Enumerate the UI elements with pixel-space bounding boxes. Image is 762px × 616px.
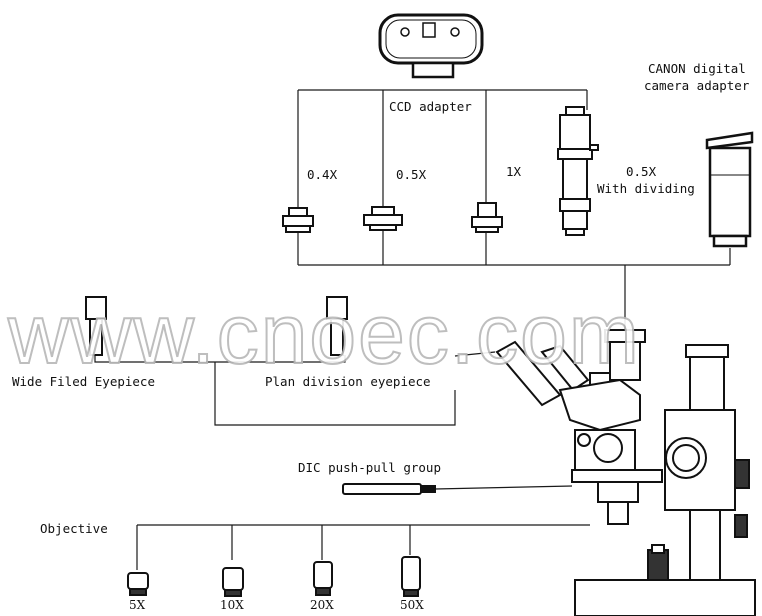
adapter-04x-icon [282,207,314,233]
adapter-05x-icon [363,206,403,231]
objective-10x-label: 10X [220,598,244,612]
ccd-camera-icon [378,13,484,79]
objective-connector-line [136,524,590,570]
wide-field-eyepiece-label: Wide Filed Eyepiece [12,374,155,389]
plan-division-eyepiece-label: Plan division eyepiece [265,374,431,389]
watermark-text: www.cnoec.com [7,287,641,381]
canon-adapter-label-line1: CANON digital [648,61,746,76]
adapter-05x-dividing-icon [557,106,599,236]
ccd-adapter-label: CCD adapter [389,99,472,114]
canon-adapter-label-line2: camera adapter [644,78,750,93]
adapter-05x-label: 0.5X [396,167,427,182]
dic-slider-icon [342,483,436,495]
adapter-05x-dividing-label-line2: With dividing [597,181,695,196]
dic-group-label: DIC push-pull group [298,460,441,475]
eyepiece-connector-line [94,355,456,426]
eyepiece-pointer-line [454,351,496,357]
adapter-04x-label: 0.4X [307,167,338,182]
objective-50x-icon [401,556,421,597]
objective-20x-icon [313,561,333,596]
objective-label: Objective [40,521,108,536]
objective-5x-icon [127,572,149,596]
objective-20x-label: 20X [310,598,334,612]
objective-10x-icon [222,567,244,597]
adapter-05x-dividing-label-line1: 0.5X [626,164,657,179]
adapter-1x-label: 1X [506,164,522,179]
dic-pointer-line [434,485,573,490]
plan-division-eyepiece-icon [326,296,348,356]
objective-50x-label: 50X [400,598,424,612]
objective-5x-label: 5X [129,598,146,612]
adapter-1x-icon [471,202,503,233]
microscope-body-icon [495,329,756,616]
camera-connector-line [297,89,588,265]
canon-adapter-icon [705,131,754,248]
wide-field-eyepiece-icon [85,296,107,356]
